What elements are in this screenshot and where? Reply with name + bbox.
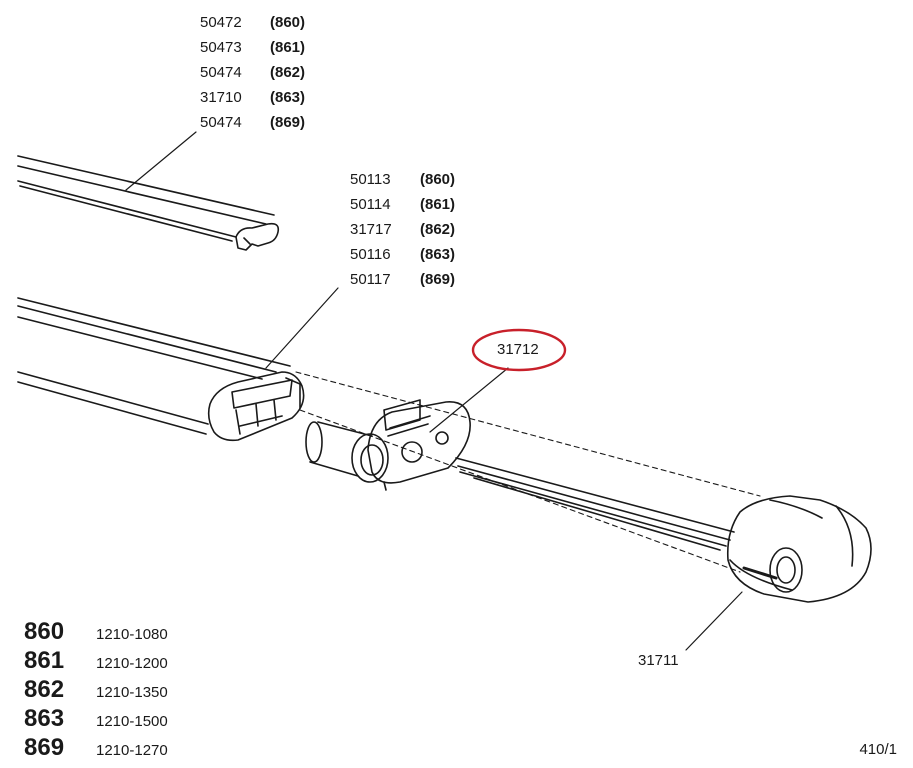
part-label: 50473(861) [200,39,306,56]
part-label: 50113(860) [350,171,456,188]
highlighted-part-label: 31712 [497,341,539,358]
part-label: 50114(861) [350,196,456,213]
highlight-circle [471,328,567,372]
bar-continuation [455,457,735,551]
end-cap-part-label: 31711 [638,652,679,669]
part-label: 50474(862) [200,64,306,81]
part-label: 31717(862) [350,221,456,238]
end-cap [726,495,872,603]
part-label: 50474(869) [200,114,306,131]
part-label: 31710(863) [200,89,306,106]
inner-sleeve [305,421,389,483]
rubber-strip [17,155,280,251]
part-label: 50472(860) [200,14,306,31]
page-number: 410/1 [859,741,897,758]
part-label: 50116(863) [350,246,456,263]
part-label: 50117(869) [350,271,456,288]
load-bar [17,297,305,442]
end-fitting [367,399,471,491]
